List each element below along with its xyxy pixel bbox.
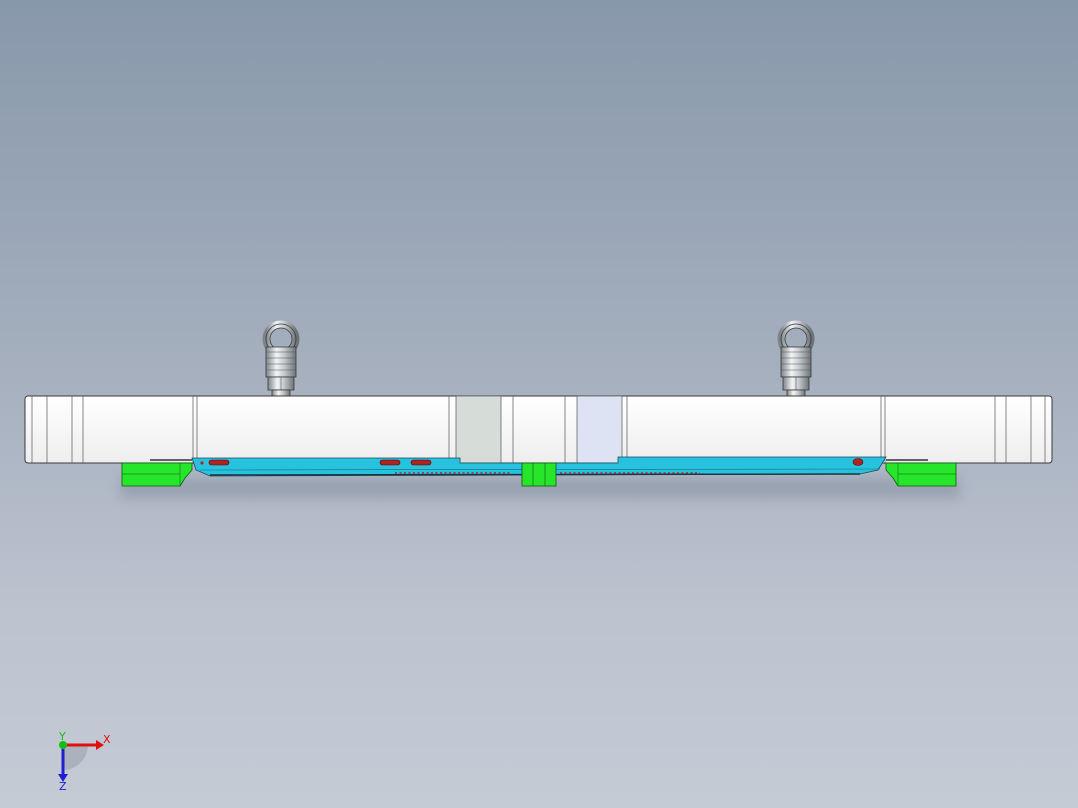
- insert-blue[interactable]: [576, 395, 623, 464]
- clamp-center[interactable]: [521, 462, 557, 487]
- clamp-left[interactable]: [121, 459, 193, 487]
- eyebolt-left-icon[interactable]: [262, 320, 300, 397]
- axis-y-label: Y: [58, 730, 66, 743]
- slot-4: [852, 458, 864, 466]
- main-plate[interactable]: [24, 395, 1053, 464]
- slot-3: [410, 459, 432, 466]
- insert-gray[interactable]: [455, 395, 502, 464]
- dot: [200, 461, 204, 465]
- axis-x-label: X: [103, 733, 111, 746]
- axis-z-label: Z: [59, 780, 67, 793]
- slot-2: [379, 459, 401, 466]
- clamp-right[interactable]: [885, 459, 957, 487]
- model-shadow: [120, 478, 960, 498]
- reference-triad: X Y Z: [58, 730, 111, 793]
- eyebolt-right-icon[interactable]: [777, 320, 815, 397]
- slot-1: [208, 459, 230, 466]
